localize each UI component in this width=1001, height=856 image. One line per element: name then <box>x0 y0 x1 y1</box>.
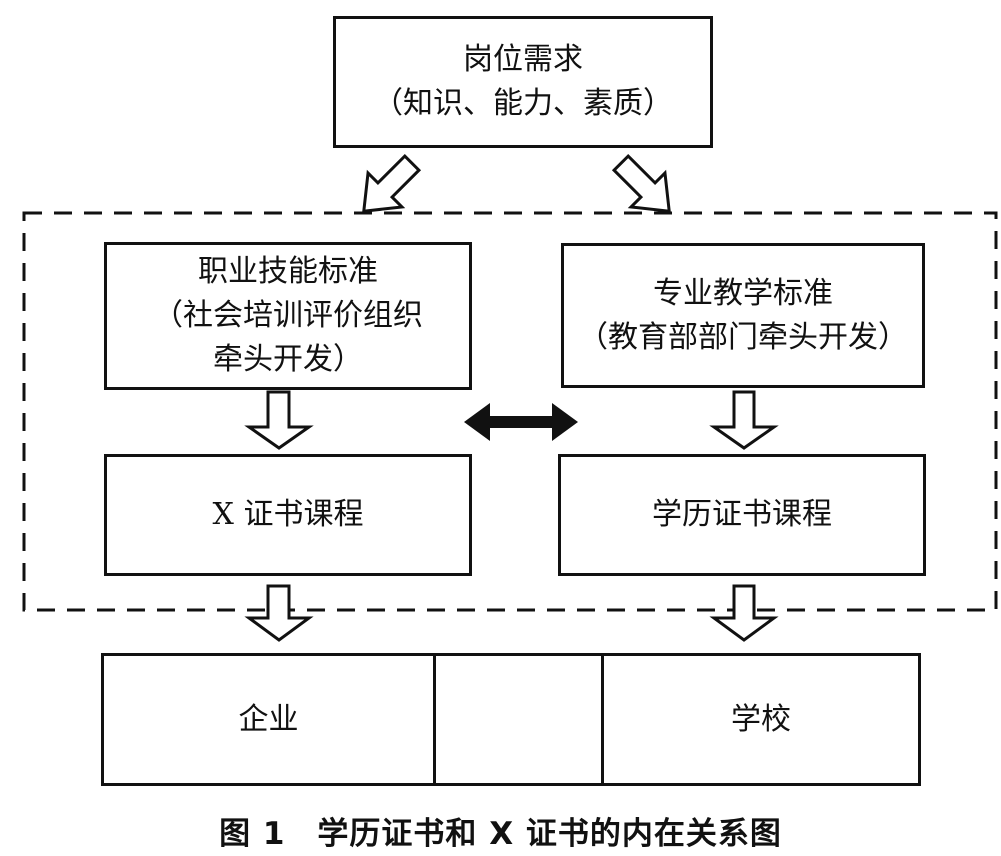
arrow-down-icon <box>709 390 779 450</box>
arrow-down-left-icon <box>362 153 422 213</box>
job-requirements-title: 岗位需求 <box>463 42 583 77</box>
school-label: 学校 <box>731 701 791 737</box>
vocational-skill-standard-line1: 职业技能标准 <box>198 254 378 289</box>
arrow-down-icon <box>244 390 314 450</box>
professional-teaching-standard-line2: （教育部部门牵头开发） <box>578 319 908 355</box>
vocational-skill-standard-box: 职业技能标准 （社会培训评价组织 牵头开发） <box>104 242 472 390</box>
double-arrow-icon <box>464 403 578 441</box>
arrow-down-icon <box>709 584 779 642</box>
figure-caption: 图 1 学历证书和 X 证书的内在关系图 <box>219 816 782 852</box>
enterprise-label: 企业 <box>238 701 299 737</box>
job-requirements-box: 岗位需求 （知识、能力、素质） <box>333 16 713 148</box>
academic-certificate-course-box: 学历证书课程 <box>558 454 926 576</box>
professional-teaching-standard-box: 专业教学标准 （教育部部门牵头开发） <box>561 243 925 388</box>
shared-middle-box <box>433 653 604 786</box>
x-certificate-course-box: X 证书课程 <box>104 454 472 576</box>
professional-teaching-standard-line1: 专业教学标准 <box>653 275 833 311</box>
dashed-region <box>22 211 998 612</box>
arrow-down-right-icon <box>611 153 671 213</box>
school-box: 学校 <box>601 653 921 786</box>
arrow-down-icon <box>244 584 314 642</box>
vocational-skill-standard-line2: （社会培训评价组织 <box>153 298 423 333</box>
academic-certificate-course-label: 学历证书课程 <box>652 497 832 532</box>
job-requirements-subtitle: （知识、能力、素质） <box>373 86 673 121</box>
enterprise-box: 企业 <box>101 653 436 786</box>
x-certificate-course-label: X 证书课程 <box>212 497 364 532</box>
vocational-skill-standard-line3: 牵头开发） <box>213 342 363 377</box>
